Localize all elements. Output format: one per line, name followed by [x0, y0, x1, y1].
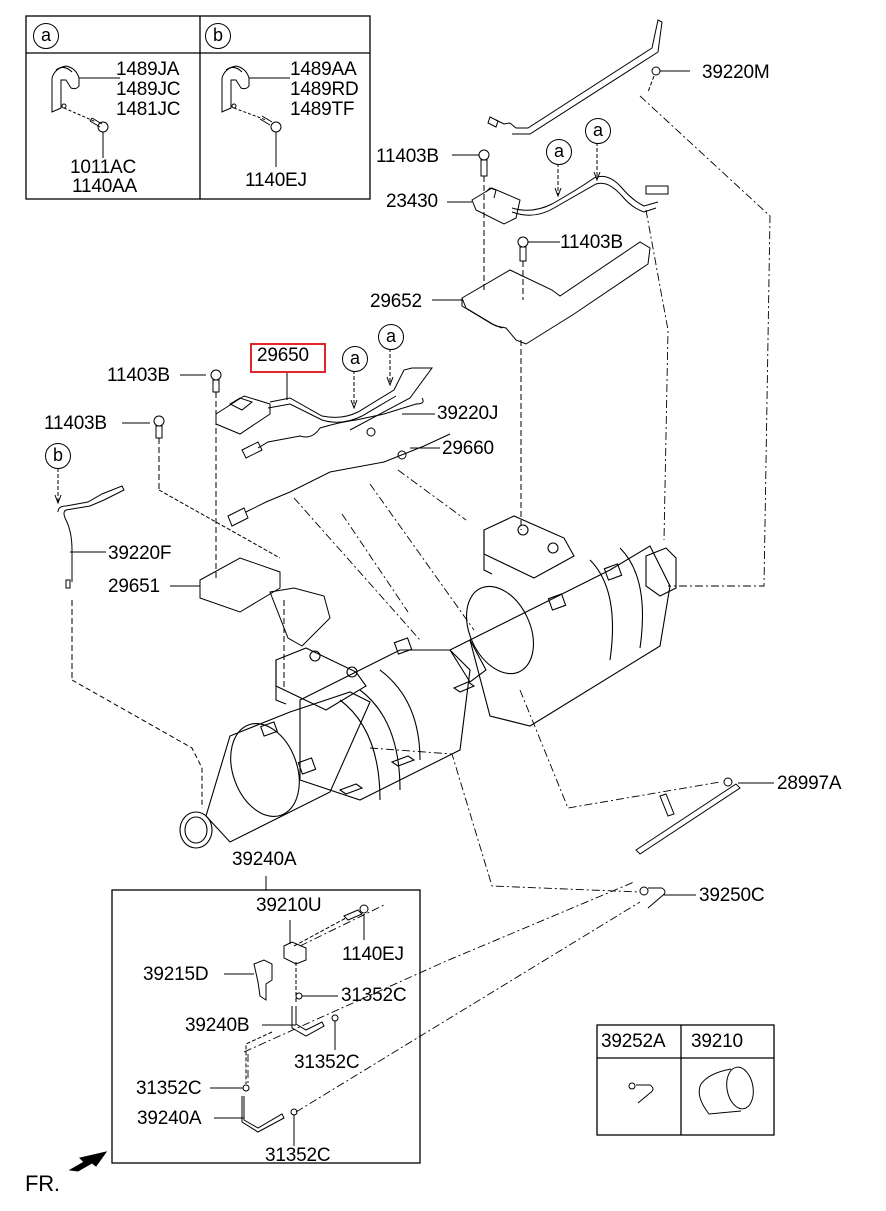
part-label-1140ej-legend[interactable]: 1140EJ [245, 170, 307, 191]
filter-cylinder-icon [698, 1066, 754, 1115]
part-label-11403b-top[interactable]: 11403B [376, 146, 439, 167]
part-label-1489tf[interactable]: 1489TF [290, 99, 355, 120]
sensor-39220m-art [487, 19, 690, 135]
part-label-39240a-top[interactable]: 39240A [232, 849, 297, 870]
part-label-1489ja[interactable]: 1489JA [116, 59, 180, 80]
part-label-11403b-fourth[interactable]: 11403B [44, 413, 107, 434]
sensor-39220j-art [241, 397, 435, 459]
parts-table-header-39210[interactable]: 39210 [691, 1031, 743, 1052]
bolt-11403b-left-art [122, 415, 281, 559]
bolt-11403b-second-art [517, 236, 560, 300]
part-label-39220m[interactable]: 39220M [702, 62, 770, 83]
part-label-11403b-second[interactable]: 11403B [560, 232, 623, 253]
subassembly-box [111, 876, 421, 1164]
part-label-39240a[interactable]: 39240A [137, 1108, 202, 1129]
part-label-31352c-3[interactable]: 31352C [136, 1078, 202, 1099]
part-label-1011ac[interactable]: 1011AC [70, 157, 137, 178]
marker-arrows-top [554, 142, 601, 198]
part-label-1489rd[interactable]: 1489RD [290, 79, 359, 100]
part-label-1489jc[interactable]: 1489JC [116, 79, 181, 100]
part-label-1481jc[interactable]: 1481JC [116, 99, 181, 120]
part-label-11403b-third[interactable]: 11403B [107, 365, 170, 386]
part-label-1140ej[interactable]: 1140EJ [342, 944, 404, 965]
part-label-1489aa[interactable]: 1489AA [290, 59, 357, 80]
marker-a-1: a [546, 139, 572, 165]
bracket-29652-art [432, 241, 651, 530]
front-direction-label: FR. [25, 1171, 60, 1196]
marker-a-4: a [378, 324, 404, 350]
sensor-module-29650-art [180, 367, 433, 580]
marker-a-3: a [342, 346, 368, 372]
bolt-icon-a [89, 117, 109, 158]
part-label-39240b[interactable]: 39240B [185, 1015, 250, 1036]
pipe-39250c-art [639, 886, 696, 909]
marker-arrows-middle [350, 348, 394, 410]
pipe-fitting-icon [628, 1082, 654, 1104]
highlight-box-29650 [250, 343, 326, 373]
part-label-39215d[interactable]: 39215D [143, 964, 209, 985]
part-label-39220j[interactable]: 39220J [437, 403, 499, 424]
dpf-assembly-art [179, 515, 677, 849]
front-arrow-icon [68, 1151, 108, 1172]
part-label-31352c-2[interactable]: 31352C [294, 1052, 360, 1073]
clip-icon-a [51, 65, 120, 123]
leader-lines [243, 95, 771, 1113]
part-label-29652[interactable]: 29652 [370, 291, 422, 312]
part-label-31352c-4[interactable]: 31352C [265, 1145, 331, 1166]
bracket-29651-art [170, 557, 331, 690]
part-label-31352c-1[interactable]: 31352C [341, 985, 407, 1006]
parts-table-art [596, 1024, 775, 1136]
clip-icon-b [221, 65, 290, 121]
pipe-28997a-art [635, 777, 774, 855]
part-label-29651[interactable]: 29651 [108, 576, 160, 597]
legend-table [25, 15, 371, 200]
pressure-sensor-23430-art [447, 175, 669, 225]
legend-marker-a: a [33, 23, 59, 49]
marker-b-1: b [45, 443, 71, 469]
part-label-29660[interactable]: 29660 [442, 438, 494, 459]
part-label-39210u[interactable]: 39210U [256, 895, 322, 916]
part-label-23430[interactable]: 23430 [386, 191, 438, 212]
bolt-11403b-top-art [452, 149, 490, 290]
sensor-29660-art [227, 433, 451, 527]
legend-marker-b: b [205, 23, 231, 49]
part-label-39220f[interactable]: 39220F [108, 543, 172, 564]
bolt-icon-b [259, 115, 282, 167]
marker-a-2: a [585, 118, 611, 144]
part-label-39250c[interactable]: 39250C [699, 885, 765, 906]
parts-table-header-39252a[interactable]: 39252A [601, 1031, 666, 1052]
part-label-28997a[interactable]: 28997A [777, 773, 842, 794]
part-label-29650[interactable]: 29650 [257, 345, 309, 366]
part-label-1140aa[interactable]: 1140AA [72, 176, 138, 197]
sensor-39220f-art [54, 468, 203, 808]
